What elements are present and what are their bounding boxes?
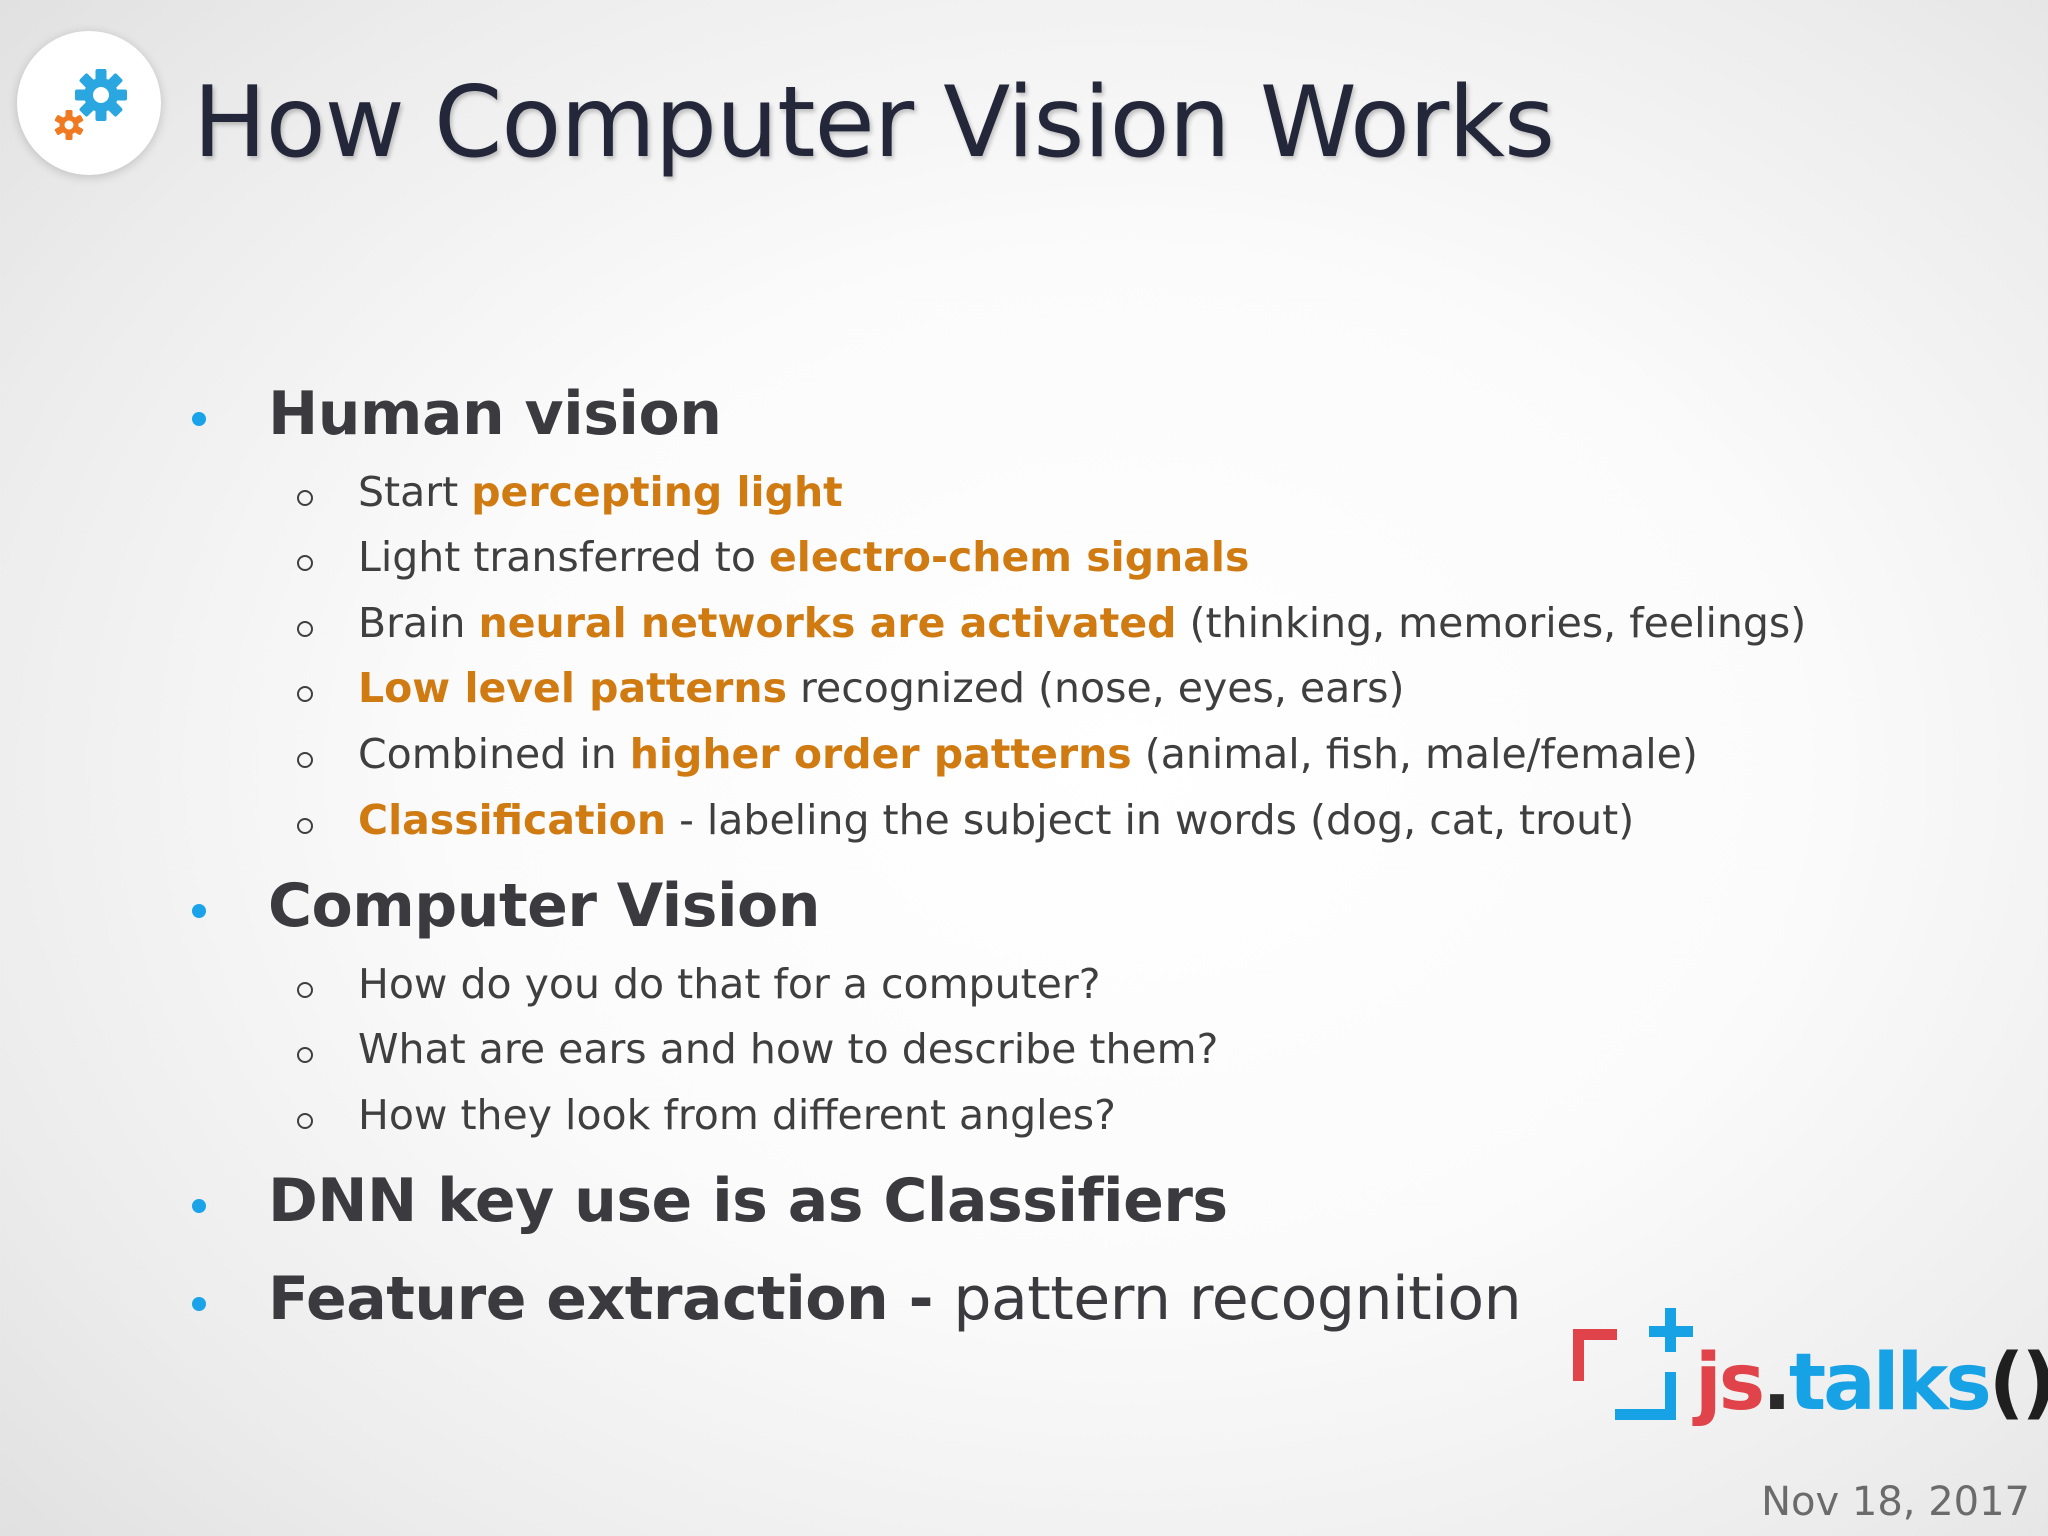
brand-js: js — [1695, 1338, 1765, 1428]
brand-text: js.talks(); — [1695, 1338, 2048, 1428]
text: Start — [358, 468, 472, 516]
text: recognized (nose, eyes, ears) — [787, 664, 1405, 712]
text: Combined in — [358, 730, 630, 778]
text: Brain — [358, 599, 479, 647]
bullet-heading: Human vision — [268, 379, 722, 449]
highlight-text: higher order patterns — [629, 730, 1132, 778]
brand-talks: talks — [1788, 1338, 1992, 1428]
slide-title: How Computer Vision Works — [193, 66, 1555, 180]
text: Light transferred to — [358, 533, 769, 581]
sub-bullet-circle — [297, 555, 313, 571]
bracket-plus-icon — [1573, 1308, 1693, 1420]
text: What are ears and how to describe them? — [358, 1025, 1219, 1073]
bullet-dot — [192, 1199, 206, 1213]
sub-bullet-circle — [297, 982, 313, 998]
highlight-text: neural networks are activated — [478, 599, 1177, 647]
highlight-text: electro-chem signals — [768, 533, 1250, 581]
text: How do you do that for a computer? — [358, 960, 1101, 1008]
highlight-text: percepting light — [471, 468, 843, 516]
sub-bullet-circle — [297, 1113, 313, 1129]
sub-bullet-circle — [297, 752, 313, 768]
bullet-dot — [192, 904, 206, 918]
sub-bullet-circle — [297, 1047, 313, 1063]
bullet-heading: Feature extraction - — [268, 1264, 954, 1334]
bullet-dot — [192, 412, 206, 426]
highlight-text: Classification — [358, 796, 667, 844]
jstalks-logo: js.talks(); — [1565, 1296, 2048, 1446]
text: - labeling the subject in words (dog, ca… — [666, 796, 1635, 844]
brand-paren: (); — [1988, 1338, 2048, 1428]
text: (thinking, memories, feelings) — [1176, 599, 1807, 647]
slide-date: Nov 18, 2017 — [1761, 1479, 2030, 1525]
text: (animal, fish, male/female) — [1131, 730, 1698, 778]
brand-dot: . — [1762, 1338, 1792, 1428]
gears-icon — [17, 31, 161, 175]
bullet-dot — [192, 1297, 206, 1311]
highlight-text: Low level patterns — [358, 664, 787, 712]
bullet-heading: DNN key use is as Classifiers — [268, 1166, 1228, 1236]
sub-bullet-circle — [297, 686, 313, 702]
sub-bullet-circle — [297, 621, 313, 637]
bullet-heading: Computer Vision — [268, 871, 820, 941]
text: How they look from different angles? — [358, 1091, 1116, 1139]
bullet-description: pattern recognition — [953, 1264, 1522, 1334]
sub-bullet-circle — [297, 490, 313, 506]
sub-bullet-circle — [297, 818, 313, 834]
